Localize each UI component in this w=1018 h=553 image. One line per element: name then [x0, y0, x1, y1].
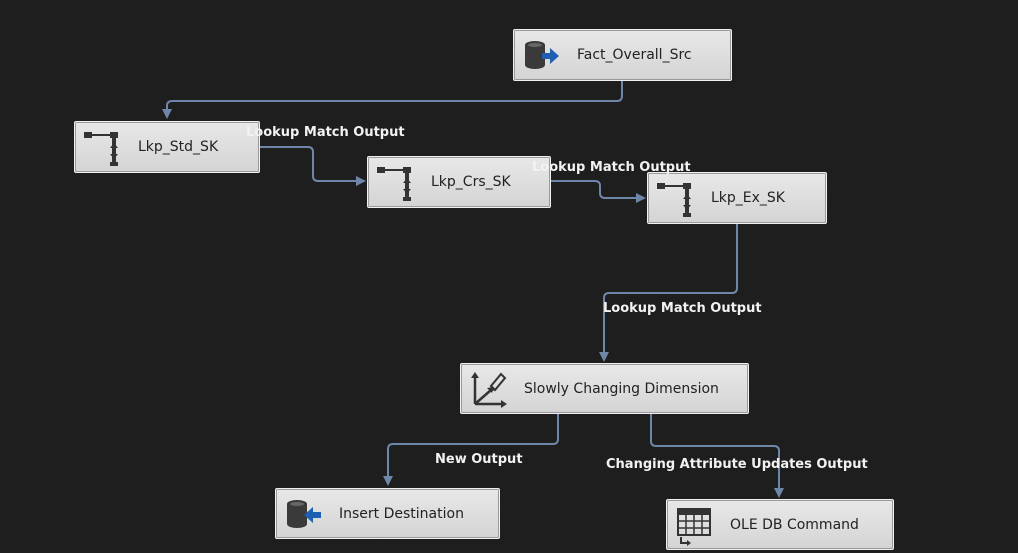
lookup-icon	[84, 132, 118, 166]
component-label: OLE DB Command	[730, 516, 859, 533]
component-lkp-std-sk[interactable]: Lkp_Std_SK	[74, 121, 260, 173]
path-src-to-lkp-std[interactable]	[162, 81, 623, 119]
component-label: Insert Destination	[339, 505, 464, 522]
lookup-icon	[657, 183, 691, 217]
component-insert-destination[interactable]: Insert Destination	[275, 488, 500, 539]
component-label: Lkp_Std_SK	[138, 139, 219, 155]
path-lkp-crs-to-lkp-ex[interactable]	[551, 180, 646, 203]
path-label-scd-to-insert[interactable]: New Output	[435, 452, 523, 467]
ole-db-source-icon	[525, 41, 559, 69]
path-scd-to-command[interactable]	[650, 414, 784, 498]
path-label-ex-to-scd[interactable]: Lookup Match Output	[603, 301, 762, 316]
component-slowly-changing-dimension[interactable]: Slowly Changing Dimension	[460, 363, 749, 414]
path-lkp-std-to-lkp-crs[interactable]	[260, 146, 366, 186]
component-ole-db-command[interactable]: OLE DB Command	[666, 499, 894, 550]
path-scd-to-insert[interactable]	[383, 414, 559, 486]
path-label-scd-to-command[interactable]: Changing Attribute Updates Output	[606, 457, 868, 472]
component-label: Lkp_Crs_SK	[431, 174, 511, 190]
path-lkp-ex-to-scd[interactable]	[599, 224, 738, 362]
component-label: Slowly Changing Dimension	[524, 380, 719, 397]
lookup-icon	[377, 167, 411, 201]
ole-db-destination-icon	[287, 499, 321, 528]
component-label: Lkp_Ex_SK	[711, 190, 785, 206]
ole-db-command-icon	[677, 507, 711, 546]
component-fact-overall-src[interactable]: Fact_Overall_Src	[513, 29, 732, 81]
path-label-crs-to-ex[interactable]: Lookup Match Output	[532, 160, 691, 175]
path-label-std-to-crs[interactable]: Lookup Match Output	[246, 125, 405, 140]
component-label: Fact_Overall_Src	[577, 47, 692, 63]
slowly-changing-dimension-icon	[471, 371, 507, 408]
component-lkp-crs-sk[interactable]: Lkp_Crs_SK	[367, 156, 551, 208]
component-lkp-ex-sk[interactable]: Lkp_Ex_SK	[647, 172, 827, 224]
